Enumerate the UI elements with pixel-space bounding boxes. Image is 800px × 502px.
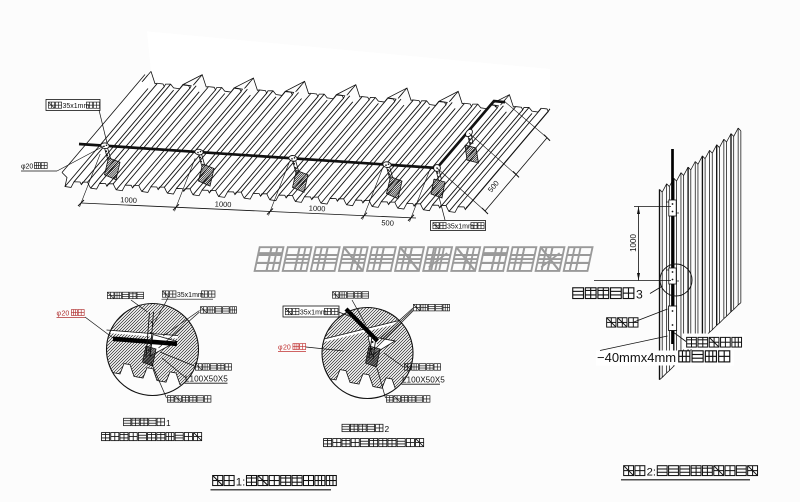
svg-text:1:: 1:	[236, 477, 246, 489]
svg-text:35x1mm: 35x1mm	[447, 224, 474, 231]
svg-text:φ: φ	[278, 345, 283, 352]
svg-text:1000: 1000	[309, 204, 326, 214]
svg-text:35x1mm: 35x1mm	[63, 103, 90, 110]
svg-text:20: 20	[62, 311, 70, 318]
svg-text:L100X50X5: L100X50X5	[185, 375, 228, 384]
svg-text:−40mmx4mm: −40mmx4mm	[597, 350, 676, 365]
svg-text:φ20: φ20	[21, 164, 33, 171]
svg-text:1000: 1000	[215, 199, 232, 209]
svg-text:φ: φ	[57, 311, 62, 318]
svg-text:L100X50X5: L100X50X5	[402, 376, 445, 385]
svg-text:1: 1	[166, 418, 171, 428]
svg-text:1000: 1000	[120, 195, 137, 205]
svg-text:20: 20	[283, 345, 291, 352]
svg-text:2: 2	[385, 424, 390, 434]
svg-text:500: 500	[381, 218, 394, 228]
svg-text:35x1mm: 35x1mm	[300, 310, 327, 317]
svg-text:2:: 2:	[647, 467, 656, 479]
svg-text:3: 3	[636, 288, 643, 302]
svg-text:35x1mm: 35x1mm	[177, 292, 204, 299]
svg-text:1000: 1000	[629, 234, 638, 252]
